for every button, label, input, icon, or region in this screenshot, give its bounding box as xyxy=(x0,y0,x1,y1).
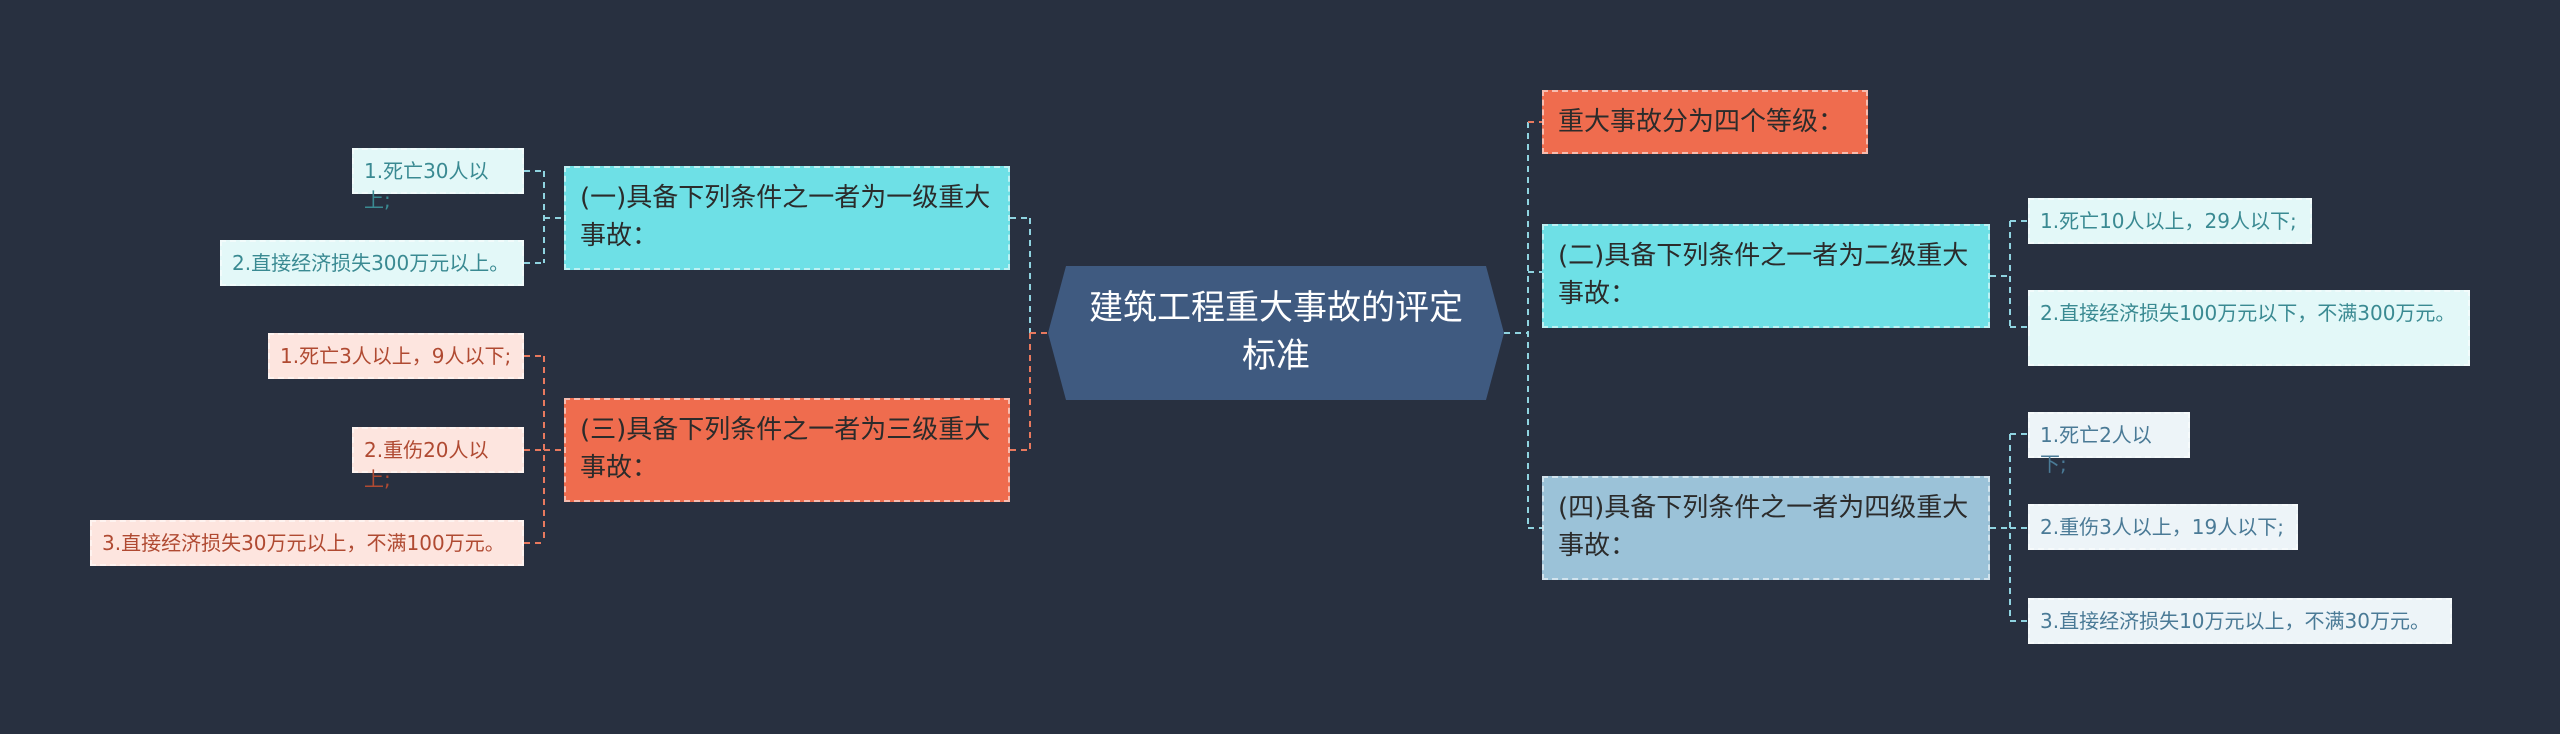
grade4-item-2[interactable]: 2.重伤3人以上，19人以下; xyxy=(2028,504,2298,550)
grade4-item-3-label: 3.直接经济损失10万元以上，不满30万元。 xyxy=(2040,609,2430,633)
grade4-item-2-label: 2.重伤3人以上，19人以下; xyxy=(2040,515,2284,539)
grade3-item-1[interactable]: 1.死亡3人以上，9人以下; xyxy=(268,333,524,379)
grade3-item-3-label: 3.直接经济损失30万元以上，不满100万元。 xyxy=(102,531,505,555)
grade2-item-1-label: 1.死亡10人以上，29人以下; xyxy=(2040,209,2297,233)
grade2-item-2-label: 2.直接经济损失100万元以下，不满300万元。 xyxy=(2040,301,2456,325)
grade4-label: (四)具备下列条件之一者为四级重大事故： xyxy=(1558,493,1969,561)
grade1-item-1[interactable]: 1.死亡30人以上; xyxy=(352,148,524,212)
grade1-item-2-label: 2.直接经济损失300万元以上。 xyxy=(232,251,510,275)
grade3-item-2-label: 2.重伤20人以上; xyxy=(364,438,489,491)
grade3-item-3[interactable]: 3.直接经济损失30万元以上，不满100万元。 xyxy=(90,520,524,566)
grade4-node[interactable]: (四)具备下列条件之一者为四级重大事故： xyxy=(1542,476,1990,580)
grade2-item-1[interactable]: 1.死亡10人以上，29人以下; xyxy=(2028,198,2312,244)
grade1-item-1-label: 1.死亡30人以上; xyxy=(364,159,489,212)
grade2-node[interactable]: (二)具备下列条件之一者为二级重大事故： xyxy=(1542,224,1990,328)
grade3-item-1-label: 1.死亡3人以上，9人以下; xyxy=(280,344,512,368)
grade4-item-3[interactable]: 3.直接经济损失10万元以上，不满30万元。 xyxy=(2028,598,2452,644)
grade3-label: (三)具备下列条件之一者为三级重大事故： xyxy=(580,415,991,483)
intro-label: 重大事故分为四个等级： xyxy=(1558,107,1845,137)
grade2-item-2[interactable]: 2.直接经济损失100万元以下，不满300万元。 xyxy=(2028,290,2470,366)
intro-node[interactable]: 重大事故分为四个等级： xyxy=(1542,90,1868,154)
grade1-node[interactable]: (一)具备下列条件之一者为一级重大事故： xyxy=(564,166,1010,270)
central-topic-label: 建筑工程重大事故的评定标准 xyxy=(1089,288,1463,376)
central-topic[interactable]: 建筑工程重大事故的评定标准 xyxy=(1048,266,1504,400)
grade3-item-2[interactable]: 2.重伤20人以上; xyxy=(352,427,524,491)
grade2-label: (二)具备下列条件之一者为二级重大事故： xyxy=(1558,241,1969,309)
grade4-item-1[interactable]: 1.死亡2人以下; xyxy=(2028,412,2190,476)
grade1-label: (一)具备下列条件之一者为一级重大事故： xyxy=(580,183,991,251)
grade4-item-1-label: 1.死亡2人以下; xyxy=(2040,423,2152,476)
grade3-node[interactable]: (三)具备下列条件之一者为三级重大事故： xyxy=(564,398,1010,502)
grade1-item-2[interactable]: 2.直接经济损失300万元以上。 xyxy=(220,240,524,286)
